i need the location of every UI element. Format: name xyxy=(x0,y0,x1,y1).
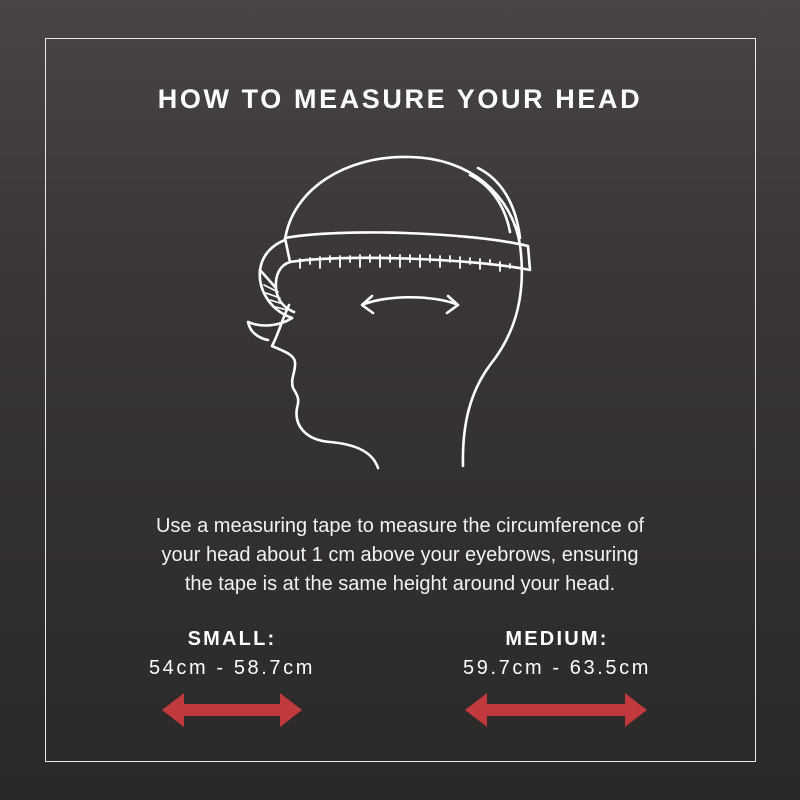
instructions-line: the tape is at the same height around yo… xyxy=(184,573,616,595)
instructions-text: Use a measuring tape to measure the circ… xyxy=(100,512,700,599)
instructions-line: Use a measuring tape to measure the circ… xyxy=(155,515,645,537)
size-medium-range: 59.7cm - 63.5cm xyxy=(463,657,651,679)
page-title: HOW TO MEASURE YOUR HEAD xyxy=(157,84,643,114)
head-measuring-illustration xyxy=(246,155,532,470)
size-medium-arrow-icon xyxy=(465,693,647,727)
size-small-label: SMALL: xyxy=(187,628,277,650)
instructions-line: your head about 1 cm above your eyebrows… xyxy=(161,544,639,566)
size-small-arrow-icon xyxy=(162,693,302,727)
size-medium-label: MEDIUM: xyxy=(505,628,609,650)
size-small-range: 54cm - 58.7cm xyxy=(148,657,316,679)
content-frame xyxy=(45,38,756,762)
